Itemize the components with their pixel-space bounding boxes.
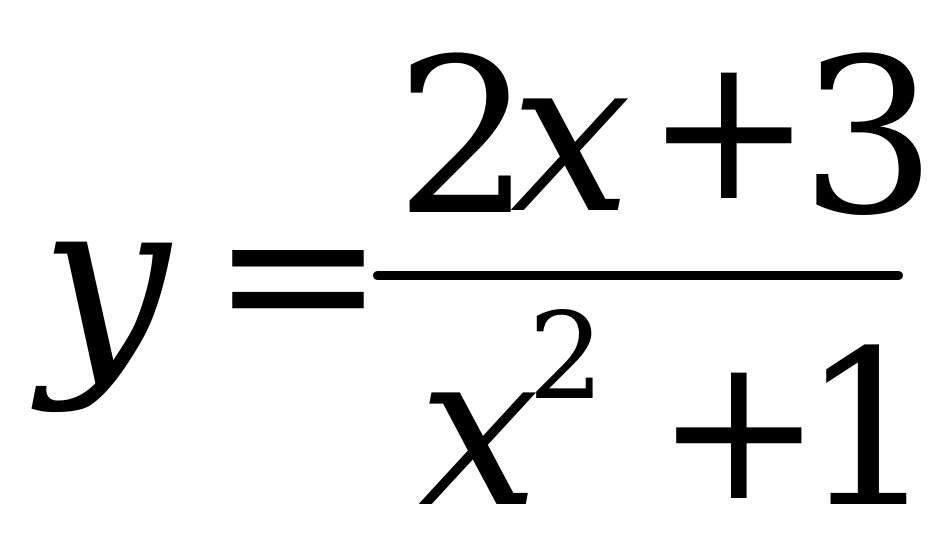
math-formula: y = 2 x + 3 x 2 + 1 [40,10,933,555]
numerator-plus: + [645,13,813,246]
fraction-bar [373,271,903,280]
lhs-variable: y [40,149,170,416]
denominator-plus: + [655,313,823,546]
numerator-coefficient: 2 [395,12,532,263]
denominator-constant: 1 [800,304,933,555]
numerator-constant: 3 [800,12,933,263]
denominator-exponent: 2 [528,288,605,427]
numerator-variable: x [510,10,632,261]
denominator-variable: x [418,304,540,555]
equals-sign: = [210,150,386,395]
